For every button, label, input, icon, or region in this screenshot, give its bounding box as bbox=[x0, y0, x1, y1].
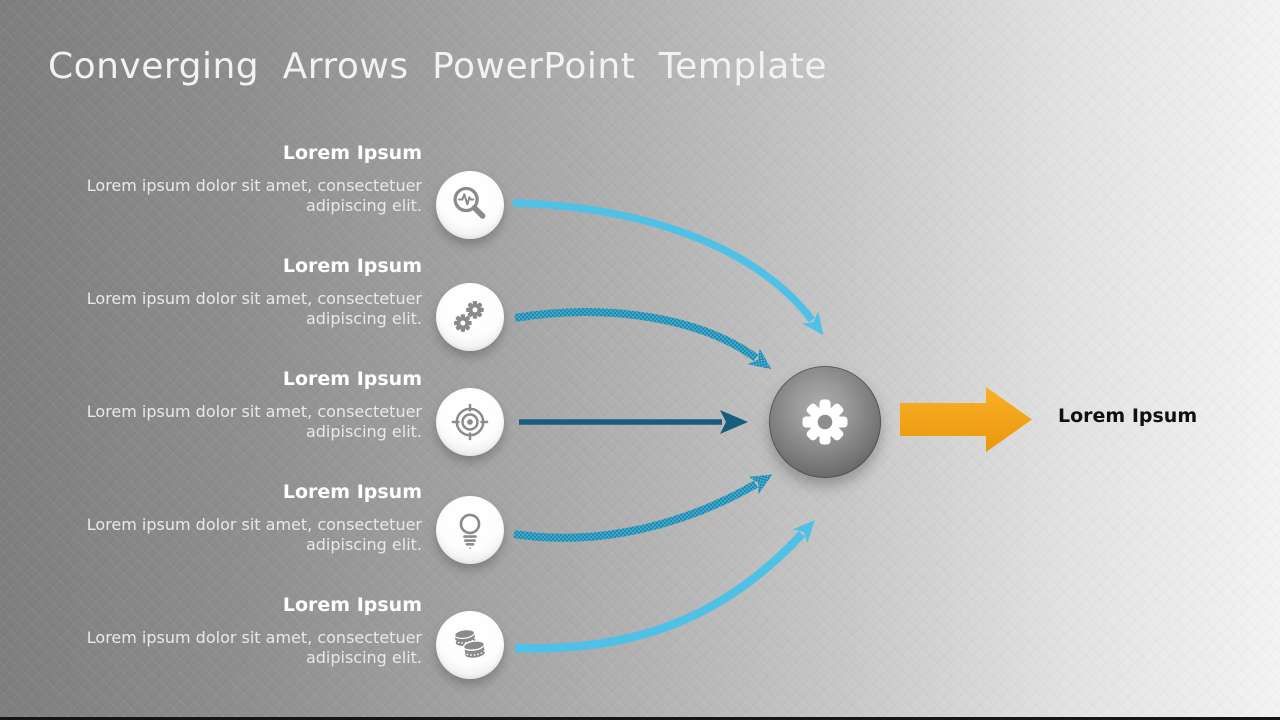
item-1-circle bbox=[436, 171, 504, 239]
arrow-from-item-2 bbox=[514, 308, 756, 358]
slide-title: Converging Arrows PowerPoint Template bbox=[48, 46, 828, 87]
lightbulb-icon bbox=[459, 513, 481, 550]
item-2-title: Lorem Ipsum bbox=[282, 255, 422, 277]
target-icon bbox=[451, 403, 489, 441]
arrow-from-item-5 bbox=[514, 520, 815, 653]
output-arrow bbox=[900, 387, 1032, 452]
gears-icon bbox=[454, 301, 484, 332]
item-5-body: Lorem ipsum dolor sit amet, consectetuer… bbox=[86, 628, 422, 667]
item-4: Lorem Ipsum Lorem ipsum dolor sit amet, … bbox=[22, 480, 422, 555]
arrow-from-item-1 bbox=[512, 199, 824, 336]
item-4-circle bbox=[436, 496, 504, 564]
item-3-circle bbox=[436, 388, 504, 456]
item-2: Lorem Ipsum Lorem ipsum dolor sit amet, … bbox=[22, 254, 422, 329]
item-3-body: Lorem ipsum dolor sit amet, consectetuer… bbox=[86, 402, 422, 441]
item-4-title: Lorem Ipsum bbox=[282, 481, 422, 503]
item-3: Lorem Ipsum Lorem ipsum dolor sit amet, … bbox=[22, 367, 422, 442]
gear-icon bbox=[802, 399, 848, 445]
output-label: Lorem Ipsum bbox=[1058, 405, 1198, 427]
coins-icon bbox=[454, 629, 487, 660]
item-4-body: Lorem ipsum dolor sit amet, consectetuer… bbox=[86, 515, 422, 554]
converge-sphere bbox=[769, 366, 881, 478]
item-1-body: Lorem ipsum dolor sit amet, consectetuer… bbox=[86, 176, 422, 215]
item-2-circle bbox=[436, 283, 504, 351]
item-5-circle bbox=[436, 611, 504, 679]
item-2-body: Lorem ipsum dolor sit amet, consectetuer… bbox=[86, 289, 422, 328]
item-5-title: Lorem Ipsum bbox=[282, 594, 422, 616]
magnifier-pulse-icon bbox=[453, 186, 486, 219]
item-1-title: Lorem Ipsum bbox=[282, 142, 422, 164]
item-1: Lorem Ipsum Lorem ipsum dolor sit amet, … bbox=[22, 141, 422, 216]
bottom-edge-bar bbox=[0, 717, 1280, 720]
item-5: Lorem Ipsum Lorem ipsum dolor sit amet, … bbox=[22, 593, 422, 668]
arrow-from-item-4 bbox=[513, 484, 756, 542]
item-3-title: Lorem Ipsum bbox=[282, 368, 422, 390]
